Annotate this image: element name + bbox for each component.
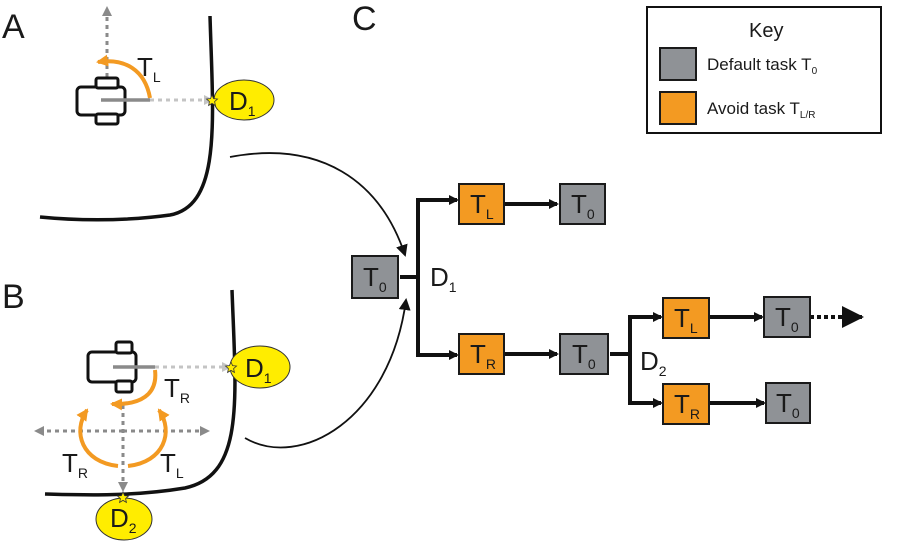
svg-text:TL: TL (674, 303, 698, 336)
key-swatch-default (659, 47, 697, 81)
svg-text:T0: T0 (572, 339, 596, 372)
key-label-avoid: Avoid task TL/R (707, 99, 815, 121)
svg-text:TL: TL (470, 189, 494, 222)
turn-left-arrow-lower (127, 408, 170, 468)
panel-b: B TR TR TL D1 D2 (2, 278, 291, 541)
svg-text:T0: T0 (776, 388, 800, 421)
panel-b-letter: B (2, 278, 25, 316)
svg-text:T0: T0 (571, 189, 595, 222)
node-d1-tl: TL (458, 183, 505, 225)
node-d2-tr: TR (662, 383, 710, 425)
key-swatch-avoid (659, 91, 697, 125)
panel-c: C D1 D2 T0 TL T0 TR (229, 0, 864, 449)
turn-label-b-right: TR (62, 448, 88, 481)
key-title: Key (749, 20, 783, 42)
contact-star-icon (224, 361, 238, 374)
turn-label-a: TL (137, 52, 161, 85)
turn-label-b-upper: TR (164, 373, 190, 406)
key-label-default: Default task T0 (707, 55, 818, 77)
contact-star-icon (205, 94, 219, 107)
detection-label-b2: D2 (110, 503, 137, 536)
svg-text:TR: TR (470, 339, 496, 372)
node-d1-tl-t0: T0 (559, 183, 606, 225)
node-d2-tl-t0: T0 (763, 296, 811, 338)
panel-a: A TL D1 (2, 6, 275, 222)
robot-icon (86, 340, 138, 394)
branch-d1-right (416, 277, 459, 360)
node-d2-tr-t0: T0 (765, 382, 811, 424)
svg-text:T0: T0 (775, 302, 799, 335)
node-d1-tr-t0: T0 (559, 333, 609, 375)
key-legend: Key Default task T0 Avoid task TL/R (646, 6, 882, 134)
panel-c-letter: C (352, 0, 377, 38)
branch-d1-left (400, 195, 459, 279)
node-root-t0: T0 (351, 255, 399, 299)
link-from-panel-b (244, 298, 411, 449)
svg-text:TR: TR (674, 389, 700, 422)
decision-d1: D1 (430, 262, 457, 295)
turn-right-arrow-lower (76, 408, 119, 468)
node-d2-tl: TL (662, 297, 710, 339)
branch-d2-left (610, 312, 663, 356)
detection-label-a: D1 (229, 86, 256, 119)
decision-d2: D2 (640, 346, 667, 379)
svg-text:T0: T0 (363, 262, 387, 295)
node-d1-tr: TR (458, 333, 505, 375)
turn-right-arrow-b (110, 369, 158, 411)
panel-a-letter: A (2, 8, 25, 46)
branch-d2-right (628, 354, 663, 408)
turn-label-b-left: TL (160, 448, 184, 481)
wall-a (39, 15, 215, 222)
link-from-panel-a (229, 152, 408, 257)
detection-label-b1: D1 (245, 353, 272, 386)
turn-left-arrow-a (96, 54, 152, 99)
contact-star-icon (116, 491, 130, 504)
